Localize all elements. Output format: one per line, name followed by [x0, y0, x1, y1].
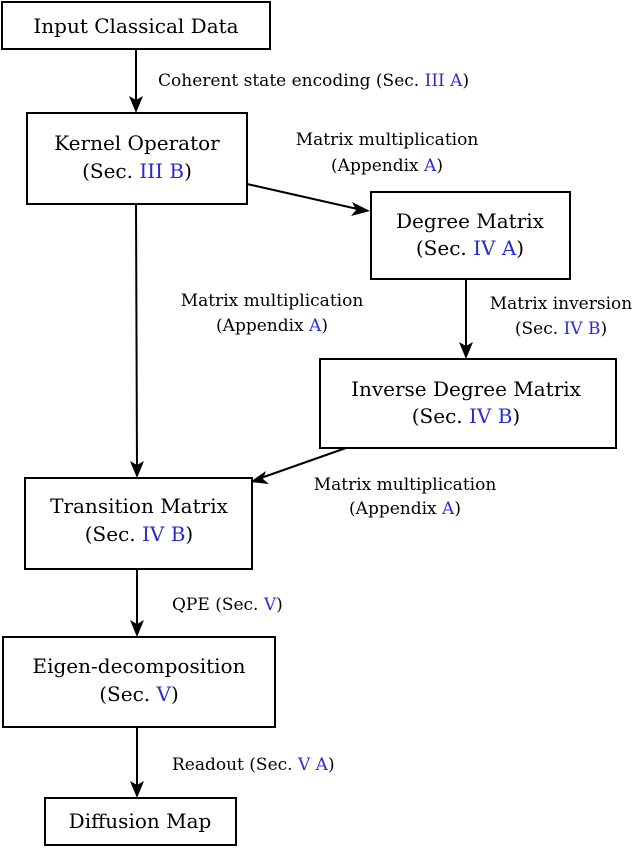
appendix-link[interactable]: A [423, 156, 437, 176]
edge-label-line: Matrix multiplication [296, 130, 479, 150]
node-diffusion-map: Diffusion Map [44, 797, 237, 846]
edge-label-qpe: QPE (Sec. V) [172, 595, 283, 615]
node-label: Degree Matrix [396, 209, 545, 233]
section-link[interactable]: V [263, 595, 277, 615]
node-input-classical-data: Input Classical Data [1, 1, 271, 50]
edge-inverse-to-transition [250, 447, 347, 484]
node-section: (Sec. IV B) [412, 404, 520, 428]
section-link[interactable]: V A [297, 755, 329, 775]
node-label: Transition Matrix [50, 494, 228, 518]
section-link[interactable]: III A [425, 71, 464, 91]
appendix-link[interactable]: A [441, 499, 455, 519]
section-link[interactable]: IV B [564, 319, 601, 339]
edge-transition-to-eigen [130, 569, 144, 637]
edge-label-line: Matrix multiplication [314, 475, 497, 495]
edge-label-degree-inverse: Matrix inversion (Sec. IV B) [490, 294, 633, 339]
section-link[interactable]: IV B [469, 404, 512, 428]
node-section: (Sec. IV B) [85, 522, 193, 546]
edge-kernel-to-transition [130, 203, 144, 478]
edge-label-line: (Sec. IV B) [515, 319, 607, 339]
section-link[interactable]: IV A [473, 236, 517, 260]
edge-kernel-to-degree [246, 183, 370, 216]
edge-degree-to-inverse [459, 279, 473, 359]
node-eigen-decomposition: Eigen-decomposition (Sec. V) [2, 636, 276, 728]
node-inverse-degree-matrix: Inverse Degree Matrix (Sec. IV B) [319, 358, 617, 449]
node-label: Diffusion Map [69, 809, 212, 833]
node-label: Inverse Degree Matrix [351, 377, 582, 401]
section-link[interactable]: III B [139, 159, 184, 183]
edge-label-line: (Appendix A) [216, 316, 328, 336]
section-link[interactable]: IV B [142, 522, 185, 546]
edge-label-line: Matrix multiplication [181, 291, 364, 311]
edge-eigen-to-diffusion [130, 727, 144, 798]
edge-label-kernel-degree: Matrix multiplication (Appendix A) [296, 130, 479, 176]
edge-label-readout: Readout (Sec. V A) [172, 755, 335, 775]
node-label: Input Classical Data [33, 14, 238, 38]
edge-input-to-kernel [129, 49, 143, 113]
edge-label-kernel-transition: Matrix multiplication (Appendix A) [181, 291, 364, 336]
edge-label-inverse-transition: Matrix multiplication (Appendix A) [314, 475, 497, 519]
node-section: (Sec. III B) [82, 159, 192, 183]
node-label: Eigen-decomposition [33, 654, 246, 678]
node-degree-matrix: Degree Matrix (Sec. IV A) [370, 191, 571, 280]
edge-label-line: (Appendix A) [331, 156, 443, 176]
appendix-link[interactable]: A [308, 316, 322, 336]
node-kernel-operator: Kernel Operator (Sec. III B) [26, 112, 248, 205]
edge-label-encoding: Coherent state encoding (Sec. III A) [158, 71, 469, 91]
node-label: Kernel Operator [54, 131, 220, 155]
node-section: (Sec. IV A) [416, 236, 524, 260]
node-transition-matrix: Transition Matrix (Sec. IV B) [24, 477, 253, 570]
node-section: (Sec. V) [99, 682, 179, 706]
edge-label-line: (Appendix A) [349, 499, 461, 519]
edge-label-line: Matrix inversion [490, 294, 633, 314]
section-link[interactable]: V [156, 682, 172, 706]
